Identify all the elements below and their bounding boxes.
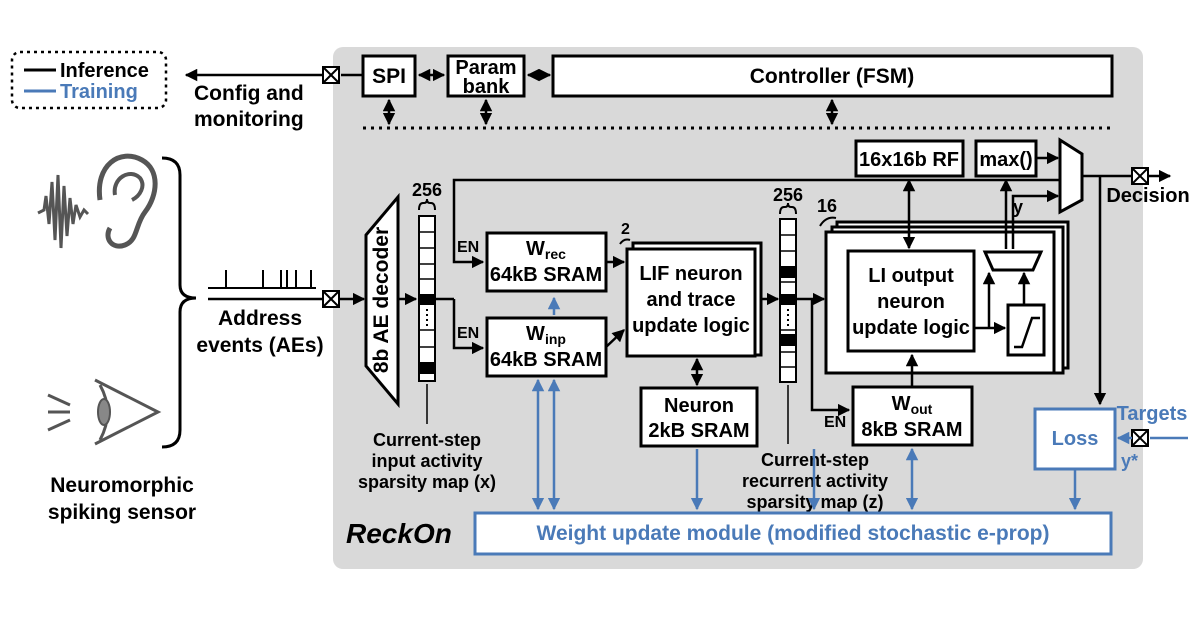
legend-inference-label: Inference bbox=[60, 60, 149, 82]
y-star-label: y* bbox=[1121, 451, 1138, 471]
address-label-line2: events (AEs) bbox=[196, 334, 323, 357]
recurrent-sparsity-map bbox=[779, 218, 797, 383]
config-pad-icon bbox=[322, 66, 340, 84]
wout-size-label: 8kB SRAM bbox=[861, 419, 962, 441]
controller-label: Controller (FSM) bbox=[750, 65, 914, 88]
neuron-sram-label-line1: Neuron bbox=[664, 395, 734, 417]
sensor-label-line2: spiking sensor bbox=[48, 501, 196, 524]
loss-block bbox=[1033, 407, 1117, 471]
wout-enable-label: EN bbox=[824, 414, 846, 431]
loss-label: Loss bbox=[1052, 428, 1099, 450]
input-map-count: 256 bbox=[412, 180, 442, 200]
spi-label: SPI bbox=[372, 65, 406, 88]
spike-train-icon bbox=[208, 270, 316, 289]
decision-label: Decision bbox=[1106, 185, 1189, 207]
lif-neuron-block bbox=[625, 247, 757, 358]
weight-update-label: Weight update module (modified stochasti… bbox=[537, 522, 1050, 545]
wrec-size-label: 64kB SRAM bbox=[490, 264, 602, 286]
li-label-line1: LI output bbox=[868, 265, 954, 287]
winp-size-label: 64kB SRAM bbox=[490, 349, 602, 371]
max-label: max() bbox=[979, 149, 1032, 171]
li-label-line3: update logic bbox=[852, 317, 970, 339]
winp-sram-block bbox=[485, 316, 608, 378]
param-bank-block bbox=[446, 54, 526, 98]
param-bank-label-line1: Param bbox=[455, 57, 516, 79]
sigmoid-block bbox=[1006, 303, 1046, 357]
neuron-sram-block bbox=[639, 386, 759, 448]
wrec-enable-label: EN bbox=[457, 239, 479, 256]
param-bank-label-line2: bank bbox=[463, 76, 511, 98]
lif-label-line2: and trace bbox=[647, 289, 736, 311]
legend: Inference Training bbox=[10, 50, 168, 110]
lif-label-line3: update logic bbox=[632, 315, 750, 337]
chip-name-label: ReckOn bbox=[346, 518, 452, 549]
waveform-icon bbox=[37, 174, 90, 249]
ae-decoder-label: 8b AE decoder bbox=[370, 227, 393, 373]
wout-sram-block bbox=[851, 385, 974, 447]
wrec-label: Wrec bbox=[526, 238, 566, 262]
wrec-sram-block bbox=[485, 231, 608, 293]
legend-training-label: Training bbox=[60, 81, 138, 103]
x-map-label-line1: Current-step bbox=[373, 430, 481, 450]
sigmoid-icon bbox=[1014, 316, 1040, 349]
neuron-sram-label-line2: 2kB SRAM bbox=[648, 420, 749, 442]
li-label-line2: neuron bbox=[877, 291, 945, 313]
winp-label: Winp bbox=[526, 323, 566, 347]
lif-count: 2 bbox=[621, 221, 630, 238]
lif-label-line1: LIF neuron bbox=[639, 263, 742, 285]
decision-pad-icon bbox=[1131, 167, 1149, 185]
y-label: y bbox=[1013, 197, 1023, 217]
x-map-label-line2: input activity bbox=[371, 451, 482, 471]
spi-block bbox=[361, 54, 417, 98]
address-label-line1: Address bbox=[218, 307, 302, 330]
li-count: 16 bbox=[817, 196, 837, 216]
controller-block bbox=[551, 54, 1114, 98]
input-sparsity-map bbox=[418, 215, 436, 382]
output-mux bbox=[1058, 137, 1084, 215]
li-mux bbox=[982, 250, 1044, 272]
li-output-block bbox=[846, 249, 976, 353]
weight-update-module bbox=[473, 511, 1113, 556]
ae-pad-icon bbox=[322, 290, 340, 308]
config-label-line1: Config and bbox=[194, 82, 304, 105]
sensor-brace bbox=[161, 156, 197, 449]
winp-enable-label: EN bbox=[457, 325, 479, 342]
sensor-label-line1: Neuromorphic bbox=[50, 474, 194, 497]
config-label-line2: monitoring bbox=[194, 108, 304, 131]
eye-icon bbox=[47, 378, 162, 446]
ae-decoder-block bbox=[364, 192, 400, 409]
targets-pad-icon bbox=[1131, 429, 1149, 447]
x-map-label-line3: sparsity map (x) bbox=[358, 472, 496, 492]
recurrent-map-count: 256 bbox=[773, 185, 803, 205]
wout-label: Wout bbox=[892, 393, 933, 417]
ear-icon bbox=[96, 153, 158, 249]
rf-block bbox=[854, 139, 965, 178]
targets-label: Targets bbox=[1117, 403, 1188, 425]
rf-label: 16x16b RF bbox=[859, 149, 959, 171]
